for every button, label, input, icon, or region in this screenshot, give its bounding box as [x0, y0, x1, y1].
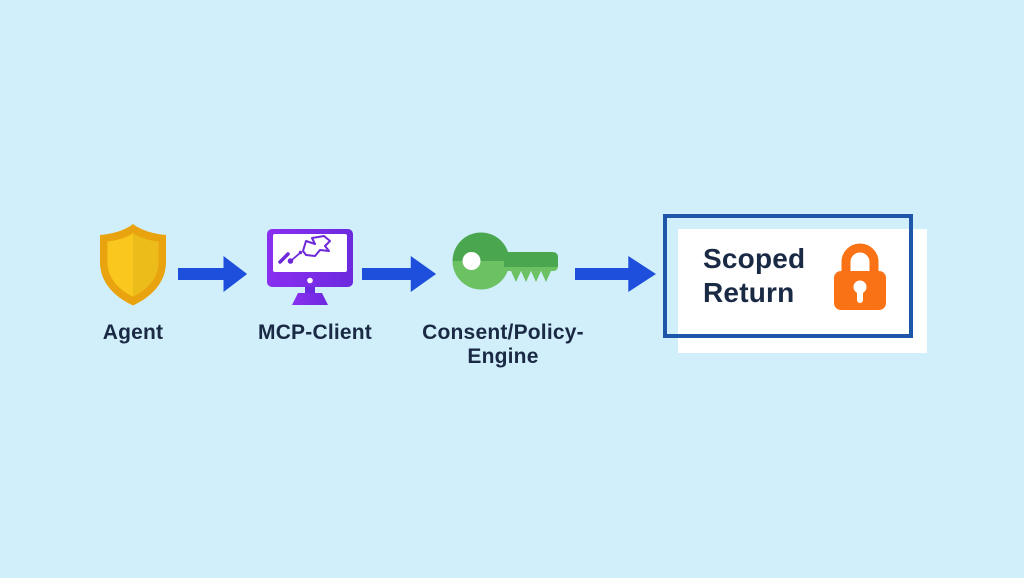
node-agent: [96, 223, 170, 307]
node-agent-label: Agent: [102, 321, 164, 344]
node-consent-policy-engine: [452, 231, 562, 291]
node-scoped-return: Scoped Return: [663, 214, 913, 338]
flow-arrow-1: [178, 256, 248, 292]
flow-arrow-2: [362, 256, 437, 292]
scoped-return-label-line-1: Scoped: [703, 243, 806, 274]
flow-arrow-3: [575, 256, 656, 292]
scoped-return-label: Scoped Return: [703, 242, 805, 310]
shield-icon: [100, 224, 166, 306]
node-mcp-client: [267, 229, 353, 305]
node-consent-policy-engine-label: Consent/Policy- Engine: [403, 321, 603, 369]
consent-label-line-2: Engine: [467, 345, 539, 368]
key-icon: [452, 232, 558, 290]
scoped-return-label-line-2: Return: [703, 277, 795, 308]
consent-label-line-1: Consent/Policy-: [422, 321, 584, 344]
lock-icon: [834, 243, 887, 310]
network-doodle: [278, 235, 331, 264]
node-mcp-client-label: MCP-Client: [258, 321, 372, 344]
monitor-icon: [267, 229, 353, 305]
